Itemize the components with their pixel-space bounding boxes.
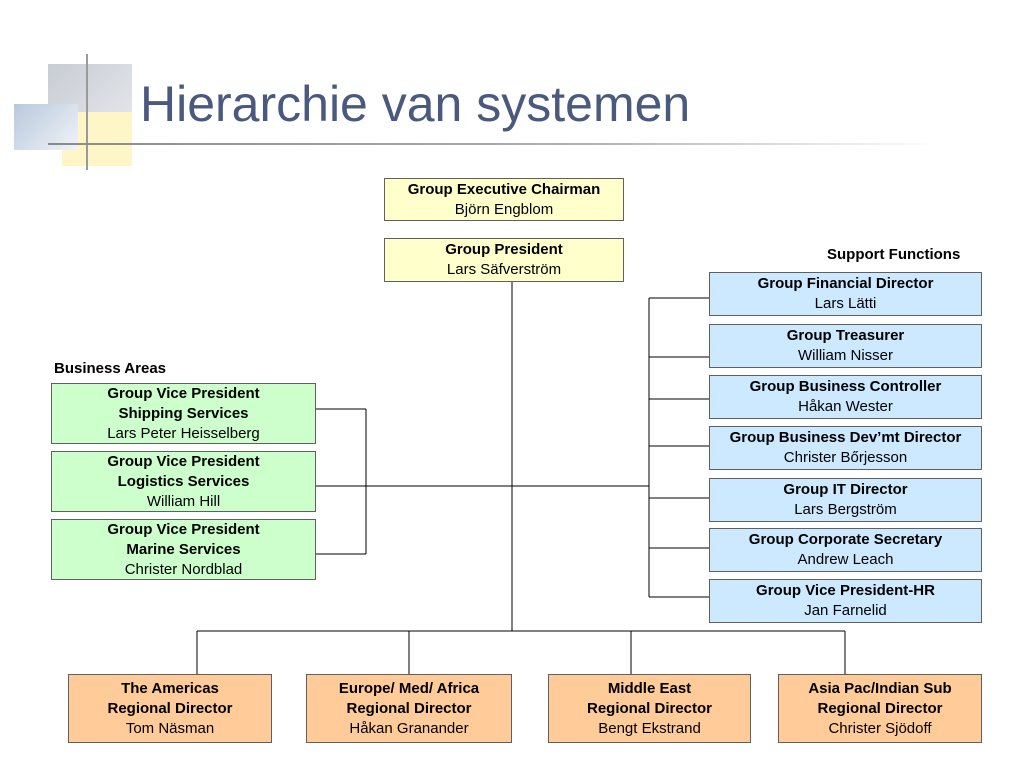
page-title: Hierarchie van systemen xyxy=(140,76,691,132)
box-title: Group Business Dev’mt Director xyxy=(729,429,962,446)
box-person: William Nisser xyxy=(798,347,893,364)
box-person: Andrew Leach xyxy=(797,551,894,568)
business-box-marine-services: Group Vice President Marine Services Chr… xyxy=(51,519,316,580)
group-president-box: Group President Lars Säfverström xyxy=(384,238,624,282)
box-person: Håkan Wester xyxy=(798,398,893,415)
box-person: Håkan Granander xyxy=(349,719,469,737)
box-subtitle: Regional Director xyxy=(586,699,713,717)
box-title: Group Vice President xyxy=(107,384,260,402)
title-rule xyxy=(48,143,938,145)
box-person: Christer Nordblad xyxy=(124,560,243,578)
support-box-business-controller: Group Business Controller Håkan Wester xyxy=(709,375,982,419)
business-box-logistics-services: Group Vice President Logistics Services … xyxy=(51,451,316,512)
box-title: Group Vice President xyxy=(107,452,260,470)
box-title: Group Financial Director xyxy=(757,275,934,292)
regional-box-asia-pac-indian-sub: Asia Pac/Indian Sub Regional Director Ch… xyxy=(778,674,982,743)
box-person: Lars Bergström xyxy=(794,501,897,518)
executive-chairman-box: Group Executive Chairman Björn Engblom xyxy=(384,178,624,221)
regional-box-europe-med-africa: Europe/ Med/ Africa Regional Director Hå… xyxy=(306,674,512,743)
box-title: Group Vice President xyxy=(107,520,260,538)
box-person: Tom Näsman xyxy=(125,719,215,737)
box-title: Europe/ Med/ Africa xyxy=(338,679,480,697)
box-title: Group Executive Chairman xyxy=(407,180,601,198)
box-person: Lars Lätti xyxy=(814,295,877,312)
box-subtitle: Regional Director xyxy=(817,699,943,717)
business-areas-label: Business Areas xyxy=(54,360,167,377)
box-person: Lars Säfverström xyxy=(446,261,562,278)
support-box-business-devmt-director: Group Business Dev’mt Director Christer … xyxy=(709,426,982,470)
box-title: Group Business Controller xyxy=(749,378,942,395)
box-person: Björn Engblom xyxy=(454,200,554,218)
decor-vertical-rule xyxy=(86,54,88,170)
box-title: Group Treasurer xyxy=(786,327,905,344)
box-title: Group Corporate Secretary xyxy=(748,531,943,548)
support-box-corporate-secretary: Group Corporate Secretary Andrew Leach xyxy=(709,528,982,572)
box-title: Asia Pac/Indian Sub xyxy=(808,679,952,697)
support-box-it-director: Group IT Director Lars Bergström xyxy=(709,478,982,522)
box-person: Christer Sjödoff xyxy=(828,719,932,737)
regional-box-americas: The Americas Regional Director Tom Näsma… xyxy=(68,674,272,743)
box-subtitle: Logistics Services xyxy=(117,472,250,490)
support-box-vice-president-hr: Group Vice President-HR Jan Farnelid xyxy=(709,579,982,623)
box-title: Middle East xyxy=(607,679,692,697)
box-person: Jan Farnelid xyxy=(804,602,887,619)
business-box-shipping-services: Group Vice President Shipping Services L… xyxy=(51,383,316,444)
box-person: Christer Bőrjesson xyxy=(783,449,908,466)
support-box-treasurer: Group Treasurer William Nisser xyxy=(709,324,982,368)
box-subtitle: Shipping Services xyxy=(118,404,249,422)
box-person: Lars Peter Heisselberg xyxy=(107,424,260,442)
box-title: The Americas xyxy=(121,679,219,697)
box-person: Bengt Ekstrand xyxy=(598,719,701,737)
box-title: Group Vice President-HR xyxy=(756,582,935,599)
box-subtitle: Regional Director xyxy=(346,699,472,717)
regional-box-middle-east: Middle East Regional Director Bengt Ekst… xyxy=(548,674,751,743)
support-box-financial-director: Group Financial Director Lars Lätti xyxy=(709,272,982,316)
box-person: William Hill xyxy=(146,492,221,510)
box-subtitle: Marine Services xyxy=(126,540,241,558)
box-title: Group President xyxy=(445,241,563,258)
decor-blue-square xyxy=(14,104,78,150)
support-functions-label: Support Functions xyxy=(827,246,961,263)
box-title: Group IT Director xyxy=(783,481,908,498)
box-subtitle: Regional Director xyxy=(107,699,233,717)
